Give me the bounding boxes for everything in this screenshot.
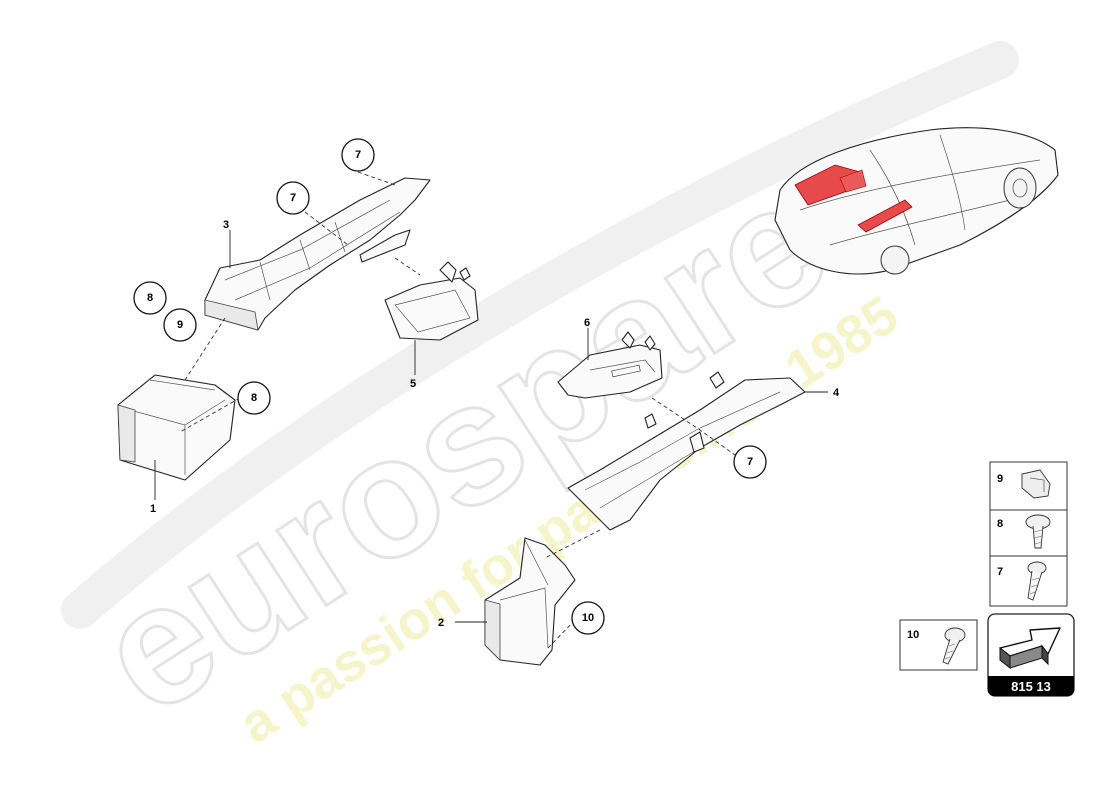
legend-num-9: 9 bbox=[997, 473, 1003, 485]
screw-icon bbox=[942, 627, 966, 665]
assembly-lines bbox=[179, 171, 736, 649]
car-icon bbox=[774, 127, 1059, 275]
part-3-air-duct bbox=[204, 177, 431, 331]
legend-num-7: 7 bbox=[997, 566, 1003, 578]
hardware-legend: 9 8 7 10 bbox=[899, 461, 1068, 671]
part-6-bracket bbox=[557, 331, 663, 399]
label-6: 6 bbox=[584, 317, 590, 329]
legend-num-10: 10 bbox=[907, 629, 919, 641]
label-3: 3 bbox=[223, 219, 229, 231]
diagram-number: 815 13 bbox=[1011, 679, 1051, 694]
screw-icon bbox=[1025, 514, 1051, 549]
callout-10: 10 bbox=[571, 601, 605, 635]
leader-lines bbox=[154, 230, 828, 623]
part-labels: 1 2 3 4 5 6 bbox=[150, 219, 840, 629]
legend-num-8: 8 bbox=[997, 518, 1003, 530]
circle-callouts: 7 7 7 8 8 9 10 bbox=[133, 138, 767, 635]
callout-7-c: 7 bbox=[733, 445, 767, 479]
svg-text:8: 8 bbox=[147, 292, 153, 304]
callout-7-b: 7 bbox=[276, 181, 310, 215]
arrow-icon bbox=[999, 627, 1061, 670]
svg-text:8: 8 bbox=[251, 392, 257, 404]
callout-9: 9 bbox=[163, 308, 197, 342]
svg-text:7: 7 bbox=[355, 149, 361, 161]
screw-icon bbox=[1027, 561, 1047, 601]
svg-text:7: 7 bbox=[290, 192, 296, 204]
label-2: 2 bbox=[438, 617, 444, 629]
callout-8-a: 8 bbox=[133, 281, 167, 315]
callout-8-b: 8 bbox=[237, 381, 271, 415]
svg-text:10: 10 bbox=[582, 612, 594, 624]
part-4-air-duct bbox=[567, 371, 806, 531]
diagram-badge: 815 13 bbox=[987, 613, 1075, 697]
part-1-duct bbox=[117, 374, 236, 481]
label-4: 4 bbox=[833, 387, 840, 399]
svg-text:7: 7 bbox=[747, 456, 753, 468]
label-5: 5 bbox=[410, 378, 416, 390]
part-2-trim bbox=[484, 537, 576, 666]
label-1: 1 bbox=[150, 503, 156, 515]
part-5-bracket bbox=[384, 261, 479, 341]
callout-7-a: 7 bbox=[341, 138, 375, 172]
clip-icon bbox=[1021, 469, 1051, 499]
svg-text:9: 9 bbox=[177, 319, 183, 331]
